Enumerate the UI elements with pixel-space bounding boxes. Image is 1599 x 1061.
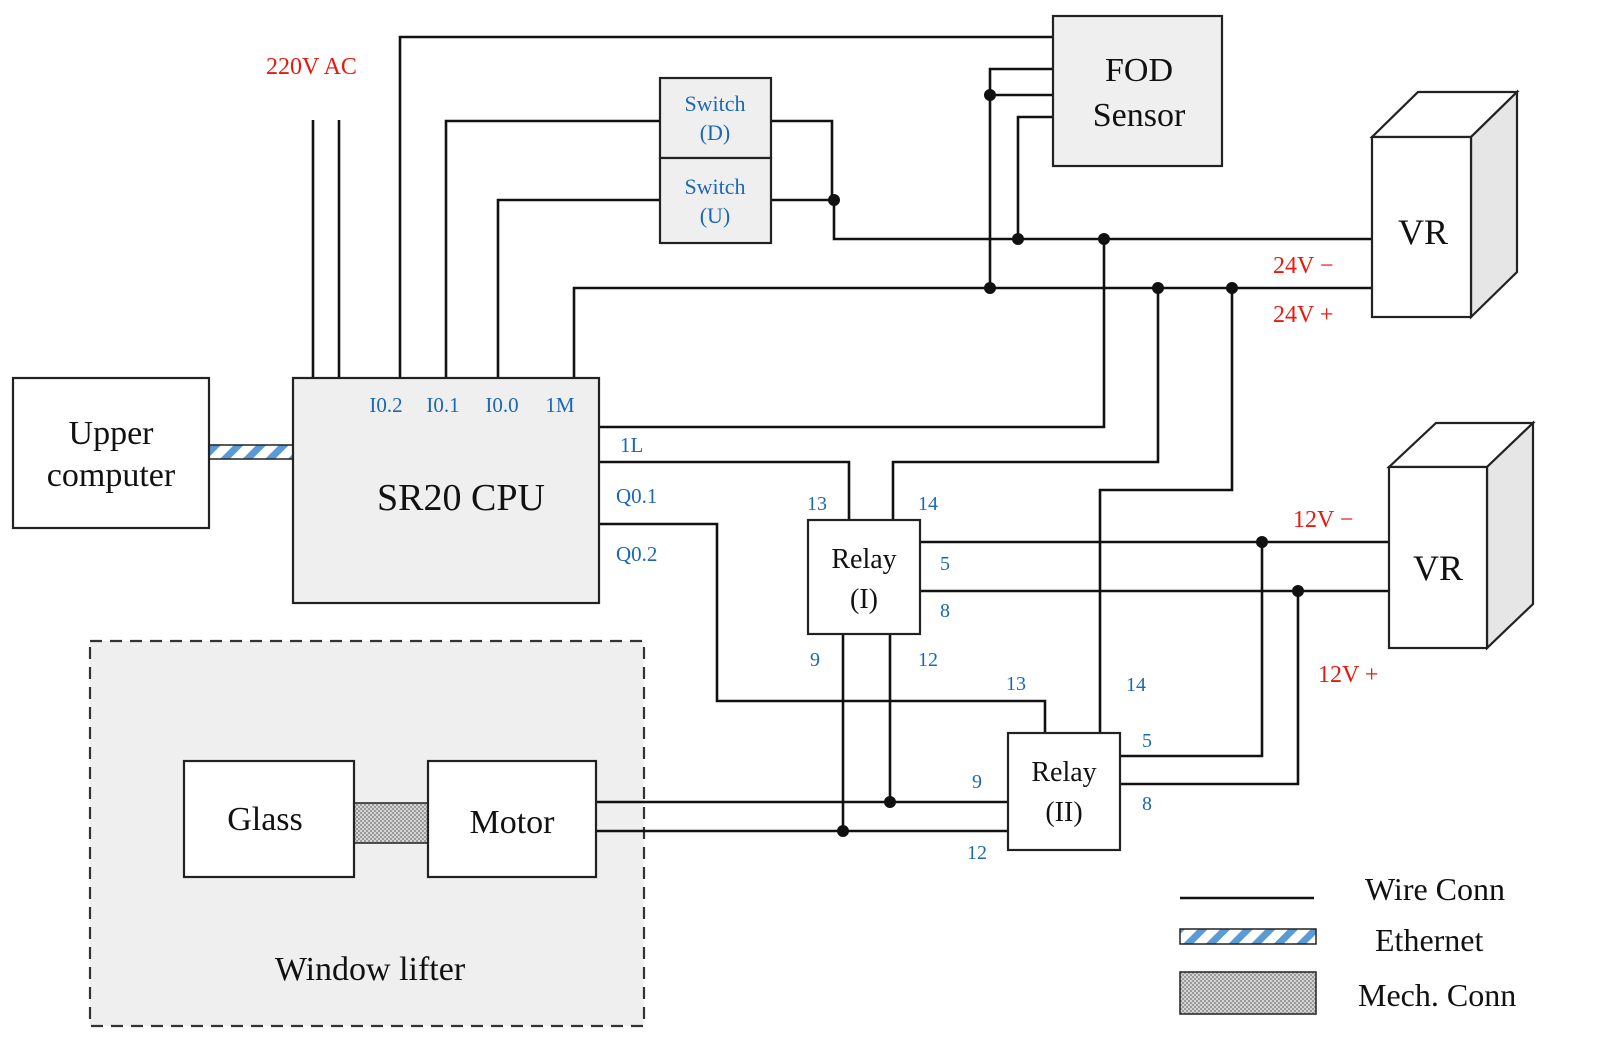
junction-dots: [828, 89, 1304, 837]
window-lifter-label: Window lifter: [275, 951, 466, 988]
switch-d-label-line1: Switch: [684, 91, 745, 116]
relay-1-box: [806, 518, 922, 636]
legend-ethernet-label: Ethernet: [1375, 922, 1484, 958]
switch-u-box: [658, 156, 773, 245]
switch-u-label-line2: (U): [700, 203, 731, 228]
port-1m-label: 1M: [545, 393, 575, 417]
wires: [311, 35, 1390, 900]
switch-d-box: [658, 76, 773, 160]
vr-12v-unit: [1386, 420, 1536, 651]
relay-1-label-line2: (I): [850, 584, 878, 615]
24v-pos-label: 24V +: [1273, 302, 1333, 328]
switch-d-label-line2: (D): [700, 120, 731, 145]
mechanical-coupling: [353, 802, 429, 844]
relay-1-pin-13: 13: [807, 493, 827, 515]
port-i00-label: I0.0: [485, 393, 518, 417]
upper-computer-box: [11, 376, 211, 530]
motor-label: Motor: [470, 804, 556, 841]
fod-label-line1: FOD: [1105, 52, 1173, 89]
relay-1-pin-14: 14: [918, 493, 938, 515]
relay-1-pin-5: 5: [940, 553, 950, 575]
relay-2-pin-14: 14: [1126, 674, 1146, 696]
24v-neg-label: 24V −: [1273, 253, 1333, 279]
relay-1-pin-12: 12: [918, 649, 938, 671]
legend: Wire Conn Ethernet Mech. Conn: [1179, 871, 1516, 1015]
port-i01-label: I0.1: [426, 393, 459, 417]
12v-neg-label: 12V −: [1293, 507, 1353, 533]
relay-2-box: [1006, 731, 1122, 852]
legend-ethernet-swatch: [1179, 928, 1317, 945]
upper-computer-label-line1: Upper: [69, 415, 155, 452]
relay-2-label-line1: Relay: [1031, 757, 1096, 788]
upper-computer-label-line2: computer: [47, 457, 176, 494]
ethernet-cable: [208, 444, 294, 460]
motor-box: [426, 759, 598, 879]
legend-mech-label: Mech. Conn: [1358, 977, 1516, 1013]
12v-pos-label: 12V +: [1318, 662, 1378, 688]
glass-box: [182, 759, 356, 879]
relay-1-pin-8: 8: [940, 600, 950, 622]
relay-2-pin-5: 5: [1142, 730, 1152, 752]
switch-u-label-line1: Switch: [684, 174, 745, 199]
port-i02-label: I0.2: [369, 393, 402, 417]
cpu-label: SR20 CPU: [377, 477, 545, 519]
vr-24v-unit: [1369, 89, 1520, 320]
fod-label-line2: Sensor: [1093, 97, 1186, 134]
cpu-box: [291, 376, 601, 605]
relay-2-pin-9: 9: [972, 771, 982, 793]
fod-sensor-box: [1051, 14, 1224, 168]
ac-power-label: 220V AC: [266, 54, 357, 80]
vr-24v-label: VR: [1398, 212, 1448, 252]
relay-1-pin-9: 9: [810, 649, 820, 671]
relay-1-label-line1: Relay: [831, 544, 896, 575]
vr-12v-label: VR: [1413, 548, 1463, 588]
relay-2-label-line2: (II): [1045, 797, 1082, 828]
port-q02-label: Q0.2: [616, 542, 657, 566]
legend-wire-label: Wire Conn: [1365, 871, 1505, 907]
port-1l-label: 1L: [620, 433, 643, 457]
relay-2-pin-8: 8: [1142, 793, 1152, 815]
glass-label: Glass: [227, 801, 303, 838]
relay-2-pin-12: 12: [967, 842, 987, 864]
legend-mech-swatch: [1179, 971, 1317, 1015]
port-q01-label: Q0.1: [616, 484, 657, 508]
relay-2-pin-13: 13: [1006, 673, 1026, 695]
